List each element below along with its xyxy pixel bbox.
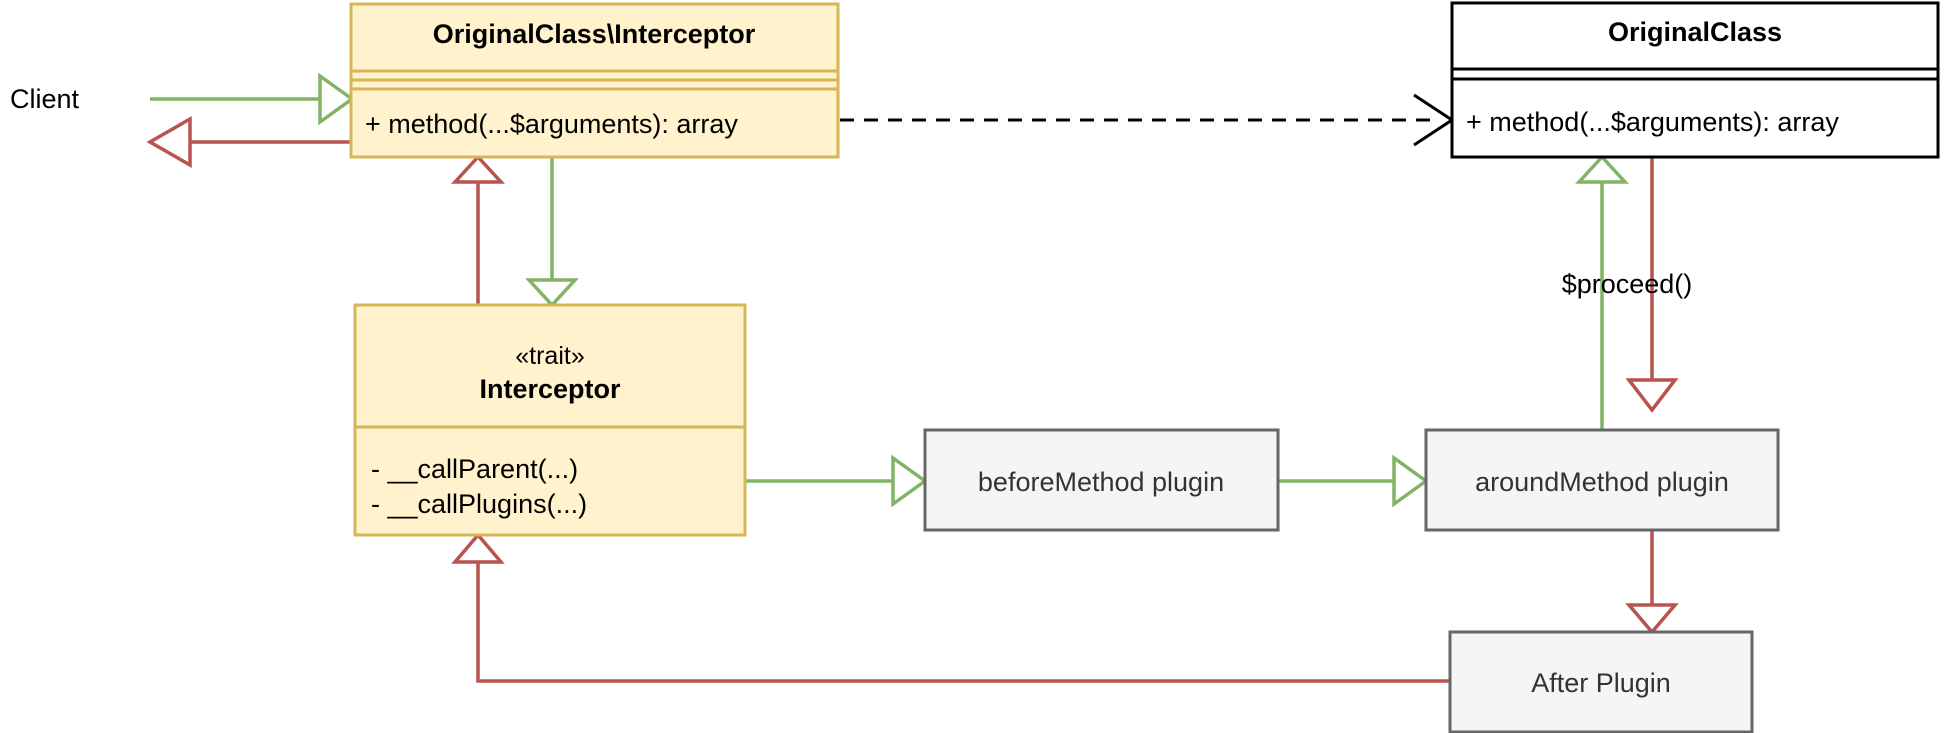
- original-class-method: + method(...$arguments): array: [1466, 107, 1839, 137]
- edge-interceptor-to-original-class: [840, 93, 1455, 147]
- interceptor-trait-member-callplugins: - __callPlugins(...): [371, 489, 587, 519]
- node-before-method-plugin[interactable]: beforeMethod plugin: [923, 428, 1280, 532]
- interceptor-class-title: OriginalClass\Interceptor: [433, 19, 756, 49]
- node-around-method-plugin[interactable]: aroundMethod plugin: [1424, 428, 1780, 532]
- edge-trait-to-interceptor: [451, 154, 505, 305]
- edge-interceptor-to-client: [146, 115, 351, 169]
- node-interceptor-trait[interactable]: «trait» Interceptor - __callParent(...) …: [353, 303, 747, 537]
- original-class-title: OriginalClass: [1608, 17, 1782, 47]
- around-method-plugin-label: aroundMethod plugin: [1475, 467, 1729, 497]
- edge-interceptor-to-trait: [525, 157, 579, 308]
- edge-around-plugin-to-original-class: [1575, 154, 1629, 430]
- interceptor-trait-member-callparent: - __callParent(...): [371, 454, 578, 484]
- interceptor-trait-stereotype: «trait»: [515, 342, 584, 370]
- after-plugin-label: After Plugin: [1531, 668, 1671, 698]
- client-label: Client: [10, 84, 80, 114]
- proceed-edge-label: $proceed(): [1562, 269, 1693, 299]
- edge-client-to-interceptor: [150, 72, 355, 126]
- edge-around-plugin-to-after-plugin: [1625, 530, 1679, 635]
- node-after-plugin[interactable]: After Plugin: [1448, 630, 1754, 733]
- edge-trait-to-before-plugin: [745, 454, 928, 508]
- edge-before-plugin-to-around-plugin: [1278, 454, 1429, 508]
- node-original-class-interceptor[interactable]: OriginalClass\Interceptor + method(...$a…: [349, 2, 840, 159]
- before-method-plugin-label: beforeMethod plugin: [978, 467, 1224, 497]
- interceptor-class-method: + method(...$arguments): array: [365, 109, 738, 139]
- node-original-class[interactable]: OriginalClass + method(...$arguments): a…: [1450, 1, 1940, 159]
- interceptor-trait-title: Interceptor: [479, 374, 621, 404]
- edge-after-plugin-to-trait: [451, 532, 1450, 683]
- edge-original-class-to-around-plugin: [1625, 157, 1679, 413]
